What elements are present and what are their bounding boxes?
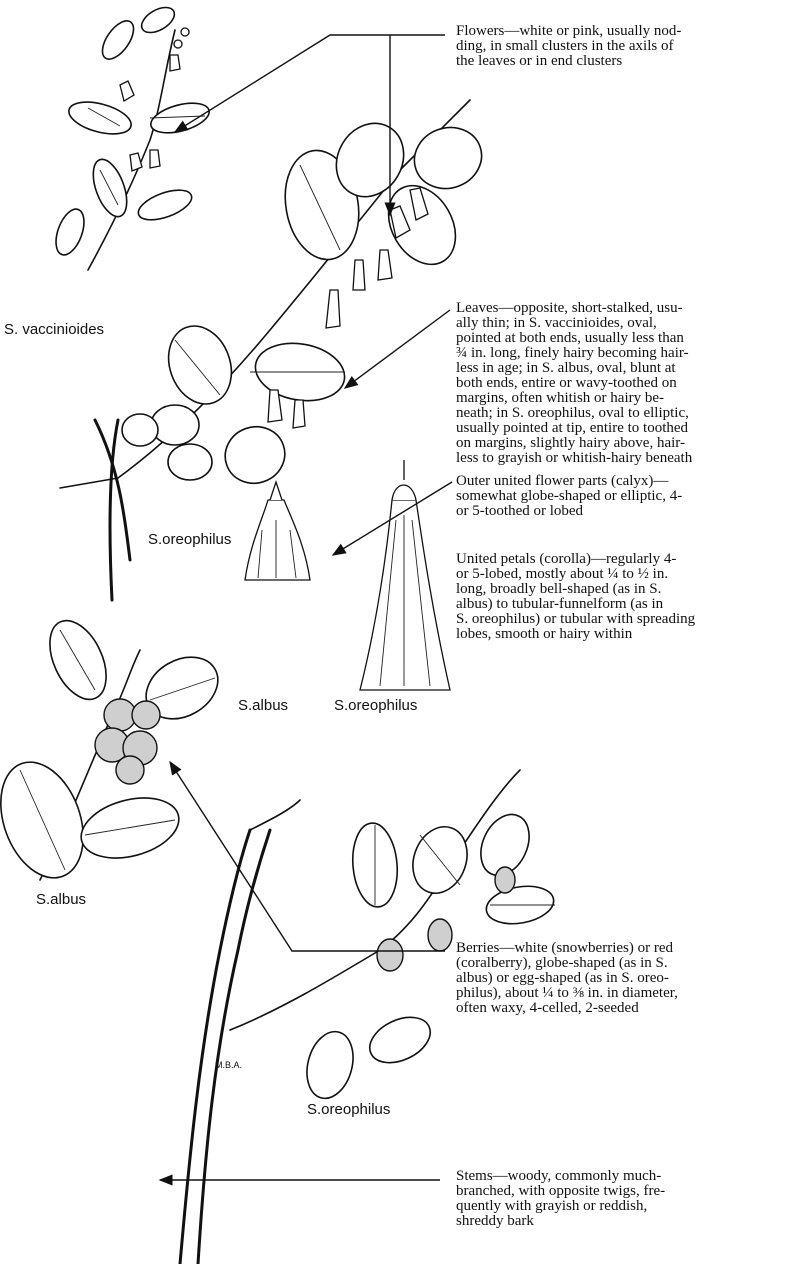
description-line: or 5-toothed or lobed (456, 504, 781, 519)
species-label-oreophilus-bottom: S.oreophilus (307, 1101, 390, 1118)
corolla-description: United petals (corolla)—regularly 4- or … (456, 552, 781, 642)
description-line: ding, in small clusters in the axils of (456, 39, 781, 54)
description-line: branched, with opposite twigs, fre- (456, 1184, 781, 1199)
description-line: ally thin; in S. vaccinioides, oval, (456, 316, 781, 331)
flower-closeups (245, 460, 450, 690)
species-label-vaccinioides: S. vaccinioides (4, 321, 104, 338)
stems-description: Stems—woody, commonly much- branched, wi… (456, 1169, 781, 1229)
species-label-albus-flower: S.albus (238, 697, 288, 714)
description-line: lobes, smooth or hairy within (456, 627, 781, 642)
species-label-albus-berries: S.albus (36, 891, 86, 908)
description-line: albus) or egg-shaped (as in S. oreo- (456, 971, 781, 986)
description-line: United petals (corolla)—regularly 4- (456, 552, 781, 567)
description-line: (coralberry), globe-shaped (as in S. (456, 956, 781, 971)
leaves-description: Leaves—opposite, short-stalked, usu- all… (456, 301, 781, 466)
description-line: less in age; in S. albus, oval, blunt at (456, 361, 781, 376)
description-line: philus), about ¼ to ⅜ in. in diameter, (456, 986, 781, 1001)
species-label-oreophilus-top: S.oreophilus (148, 531, 231, 548)
description-line: somewhat globe-shaped or elliptic, 4- (456, 489, 781, 504)
description-line: albus) to tubular-funnelform (as in (456, 597, 781, 612)
species-label-oreophilus-flower: S.oreophilus (334, 697, 417, 714)
description-line: Stems—woody, commonly much- (456, 1169, 781, 1184)
description-line: on margins, slightly hairy above, hair- (456, 436, 781, 451)
description-line: ¾ in. long, finely hairy becoming hair- (456, 346, 781, 361)
description-line: or 5-lobed, mostly about ¼ to ½ in. (456, 567, 781, 582)
description-line: S. oreophilus) or tubular with spreading (456, 612, 781, 627)
description-line: usually pointed at tip, entire to toothe… (456, 421, 781, 436)
berries-description: Berries—white (snowberries) or red (cora… (456, 941, 781, 1016)
description-line: margins, often whitish or hairy be- (456, 391, 781, 406)
artist-signature: M.B.A. (215, 1060, 242, 1070)
description-line: Flowers—white or pink, usually nod- (456, 24, 781, 39)
description-line: both ends, entire or wavy-toothed on (456, 376, 781, 391)
description-line: the leaves or in end clusters (456, 54, 781, 69)
description-line: long, broadly bell-shaped (as in S. (456, 582, 781, 597)
description-line: neath; in S. oreophilus, oval to ellipti… (456, 406, 781, 421)
description-line: Leaves—opposite, short-stalked, usu- (456, 301, 781, 316)
albus-berry-sprig (0, 612, 229, 890)
description-line: less to grayish or whitish-hairy beneath (456, 451, 781, 466)
description-line: pointed at both ends, usually less than (456, 331, 781, 346)
description-line: often waxy, 4-celled, 2-seeded (456, 1001, 781, 1016)
flowers-description: Flowers—white or pink, usually nod- ding… (456, 24, 781, 69)
description-line: Berries—white (snowberries) or red (456, 941, 781, 956)
vaccinioides-sprig (51, 2, 213, 270)
description-line: shreddy bark (456, 1214, 781, 1229)
description-line: quently with grayish or reddish, (456, 1199, 781, 1214)
calyx-description: Outer united flower parts (calyx)— somew… (456, 474, 781, 519)
description-line: Outer united flower parts (calyx)— (456, 474, 781, 489)
